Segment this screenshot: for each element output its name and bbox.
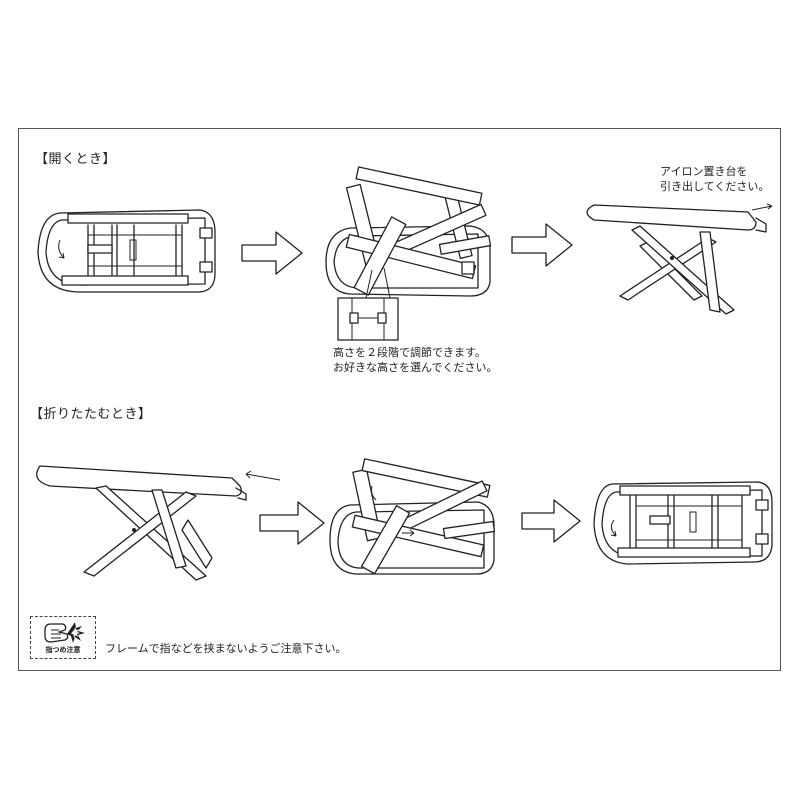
right-arrow-icon — [259, 501, 325, 545]
right-arrow-icon — [511, 223, 573, 267]
caution-note: フレームで指などを挟まないようご注意下さい。 — [105, 642, 347, 655]
finger-pinch-icon — [44, 622, 85, 643]
fold-section-heading: 【折りたたむとき】 — [30, 407, 152, 422]
right-arrow-icon — [241, 231, 303, 275]
height-adjust-note: 高さを２段階で調節できます。 お好きな高さを選んでください。 — [333, 346, 498, 374]
caution-badge: 指つめ注意 — [30, 616, 96, 659]
caution-label: 指つめ注意 — [45, 646, 81, 654]
open-section-heading: 【開くとき】 — [35, 152, 117, 167]
instruction-frame — [18, 128, 781, 671]
right-arrow-icon — [521, 499, 581, 543]
iron-rest-note: アイロン置き台を 引き出してください。 — [660, 165, 770, 193]
